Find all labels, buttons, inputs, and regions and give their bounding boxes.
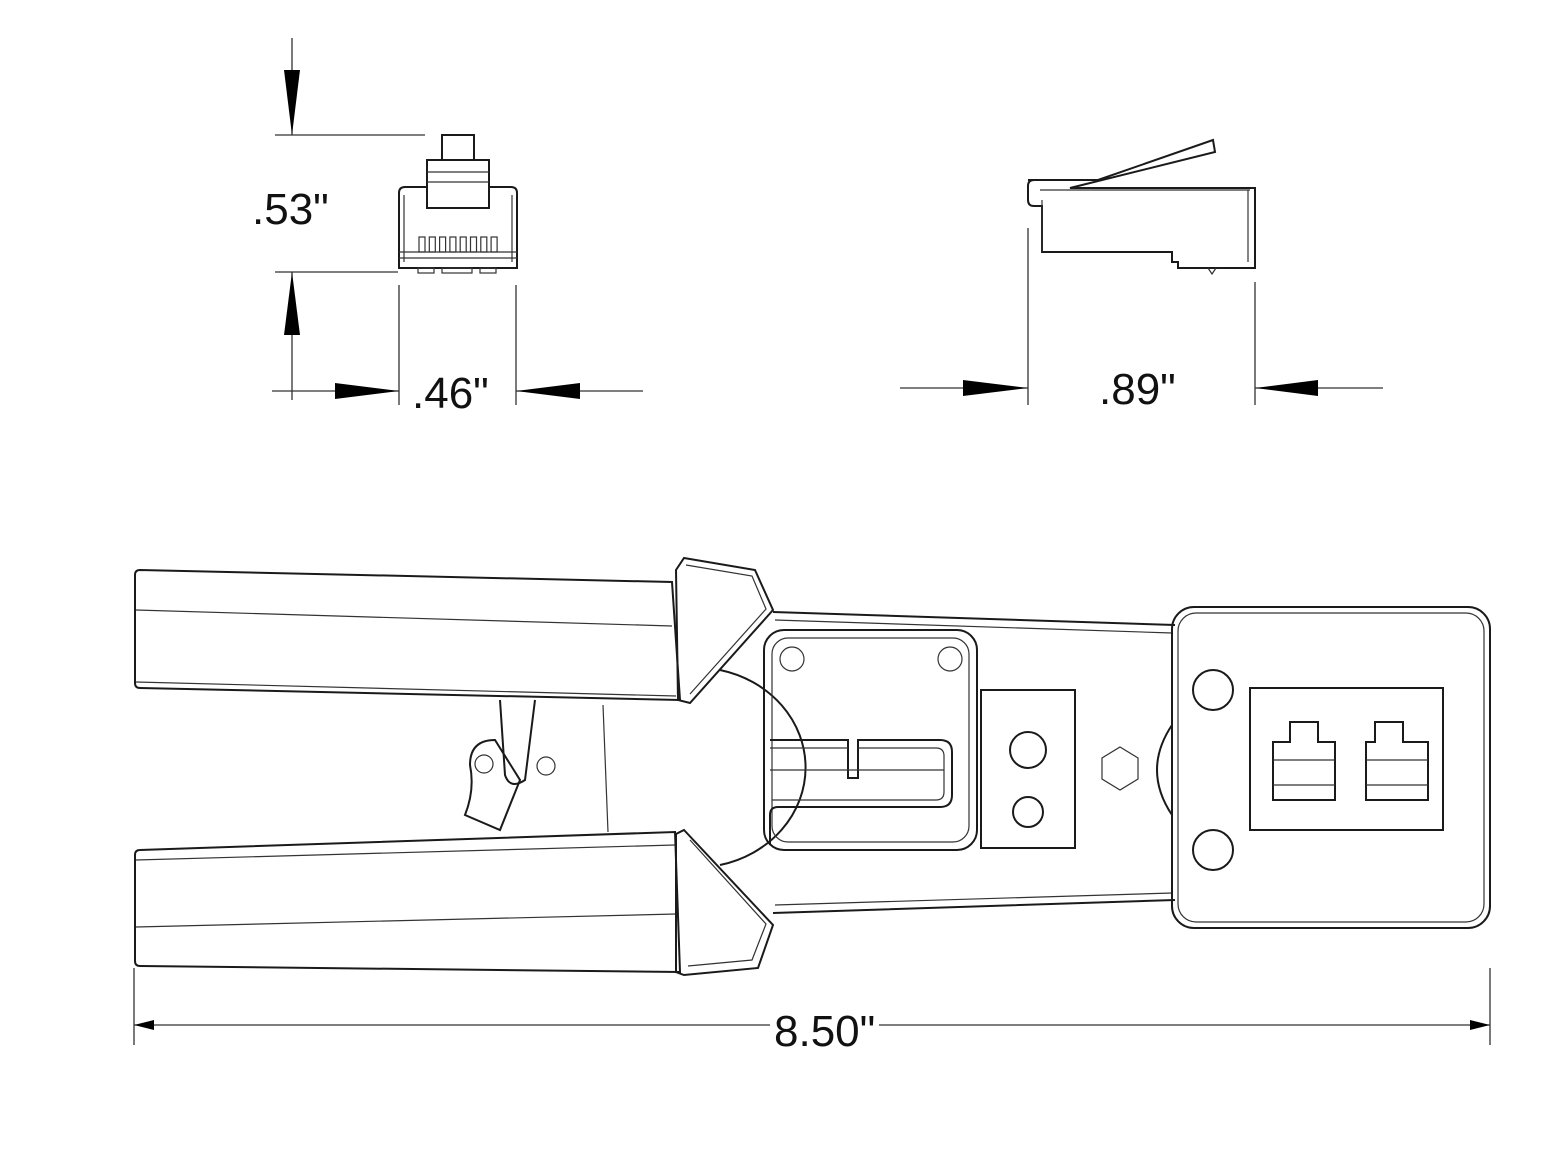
crimp-tool [134, 556, 1491, 977]
contact-pin [418, 236, 426, 253]
plug-height-label: .53" [248, 186, 333, 234]
plug-side-view [1027, 138, 1256, 276]
contact-pin [469, 236, 478, 253]
plug-width-label: .46" [408, 370, 493, 418]
contact-pin [428, 236, 436, 253]
dimension-lines [133, 38, 1491, 1045]
contact-pin [480, 236, 488, 253]
contact-pin [439, 236, 447, 253]
contact-pin [459, 236, 467, 253]
contact-pin [449, 236, 457, 253]
plug-front-view [398, 134, 518, 274]
contact-pin [490, 236, 498, 253]
plug-length-label: .89" [1095, 366, 1180, 414]
tool-length-label: 8.50" [770, 1008, 880, 1056]
